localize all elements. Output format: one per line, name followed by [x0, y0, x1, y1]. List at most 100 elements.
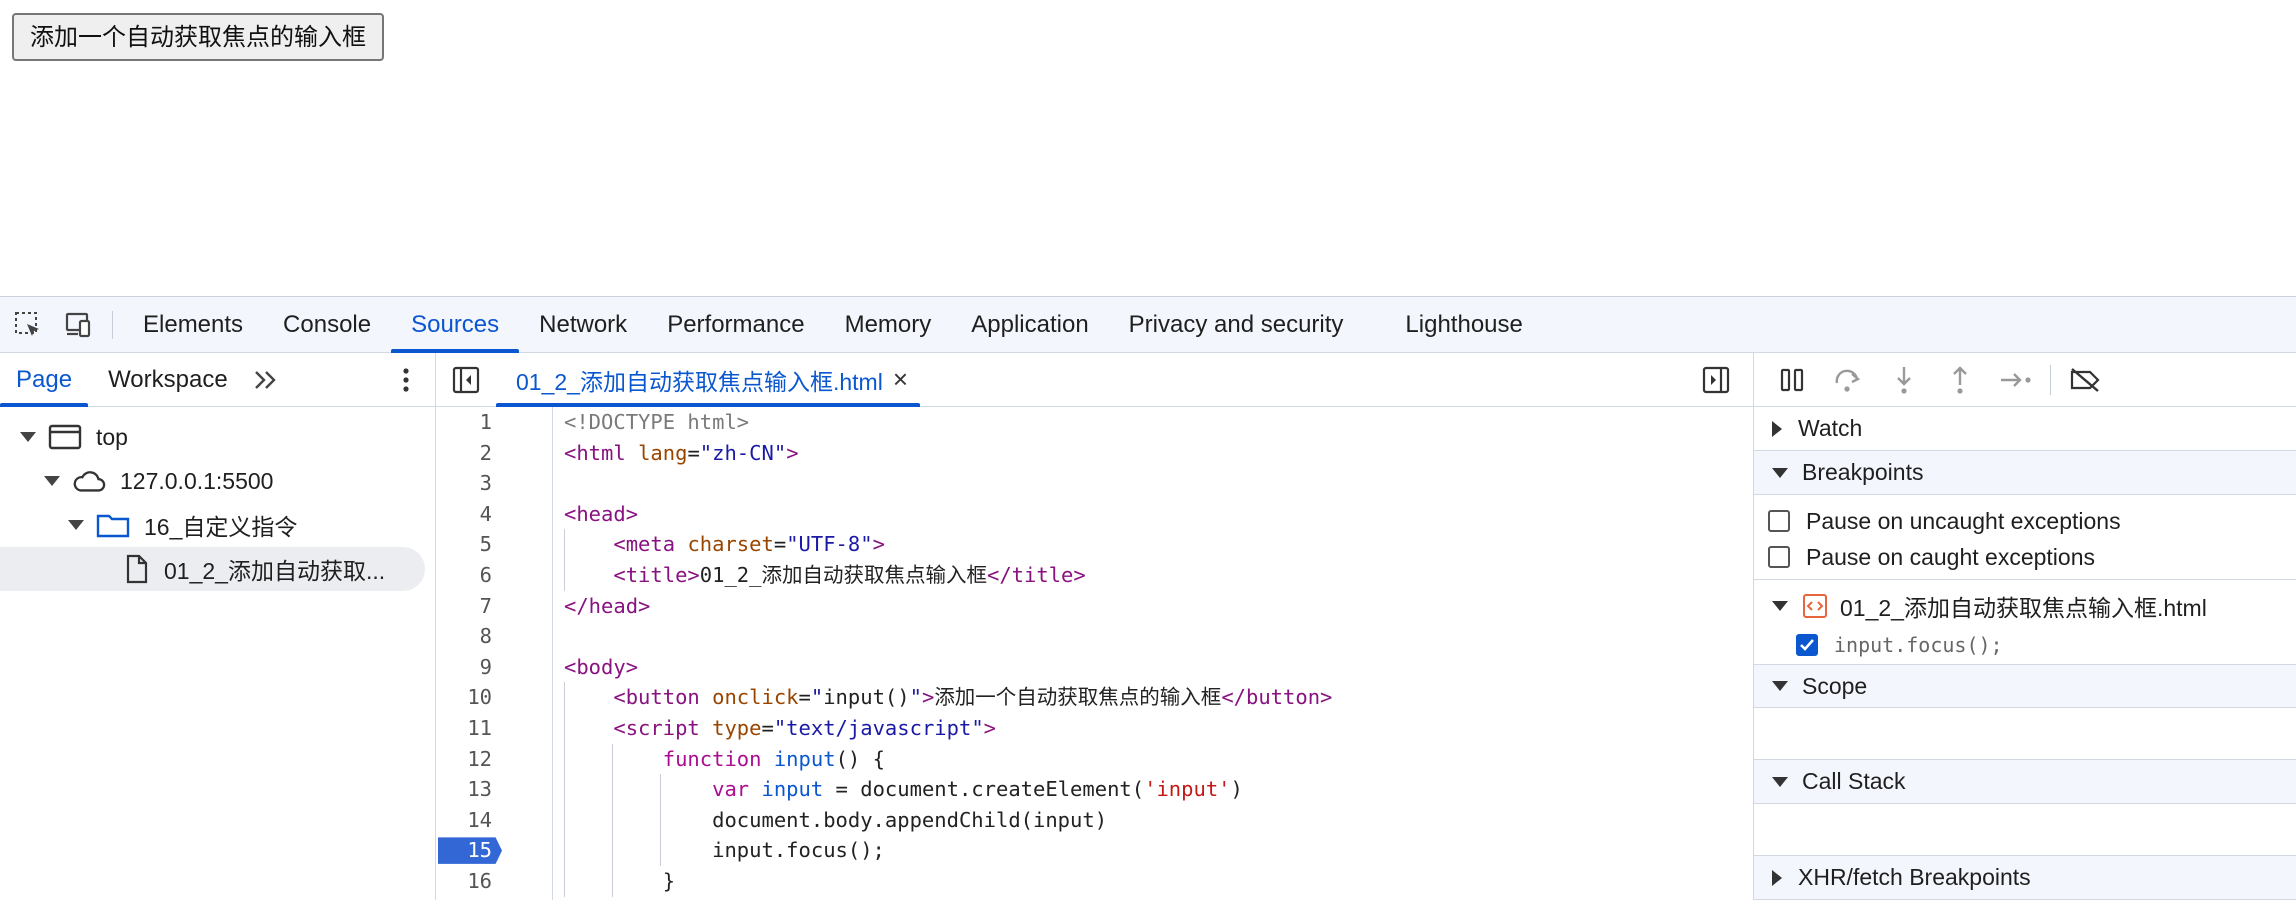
line-number[interactable]: 13	[467, 777, 492, 802]
line-number[interactable]: 1	[479, 410, 492, 434]
deactivate-breakpoints-icon[interactable]	[2057, 353, 2113, 407]
pause-icon[interactable]	[1764, 353, 1820, 407]
code-line: 4<head>	[436, 499, 1753, 530]
toolbar-divider	[112, 310, 113, 339]
close-tab-icon[interactable]: ×	[892, 364, 908, 394]
code-line: 8	[436, 621, 1753, 652]
watch-section-header[interactable]: Watch	[1754, 407, 2296, 451]
tab-performance[interactable]: Performance	[667, 310, 805, 338]
tree-item-file[interactable]: 01_2_添加自动获取...	[0, 547, 425, 591]
inspect-element-icon[interactable]	[0, 297, 56, 353]
code-line: 2<html lang="zh-CN">	[436, 438, 1753, 469]
frame-icon	[48, 422, 82, 452]
xhr-breakpoints-section-header[interactable]: XHR/fetch Breakpoints	[1754, 856, 2296, 900]
section-title: Breakpoints	[1802, 459, 1924, 485]
toggle-debugger-icon[interactable]	[1699, 353, 1733, 407]
line-number[interactable]: 2	[479, 440, 492, 465]
line-number[interactable]: 9	[479, 654, 492, 679]
device-toolbar-icon[interactable]	[56, 297, 100, 353]
cloud-icon	[72, 466, 106, 496]
tab-lighthouse[interactable]: Lighthouse	[1405, 310, 1523, 338]
call-stack-body	[1754, 804, 2296, 856]
line-number[interactable]: 16	[467, 868, 492, 893]
line-number[interactable]: 6	[479, 562, 492, 587]
kebab-menu-icon[interactable]	[391, 353, 421, 407]
code-view[interactable]: 1<!DOCTYPE html> 2<html lang="zh-CN"> 3 …	[436, 407, 1753, 900]
code-line: 3	[436, 468, 1753, 499]
pause-uncaught-checkbox[interactable]	[1768, 510, 1790, 532]
folder-icon	[96, 510, 130, 540]
tree-item-folder[interactable]: 16_自定义指令	[0, 503, 435, 547]
editor-file-tab[interactable]: 01_2_添加自动获取焦点输入框.html ×	[496, 353, 920, 407]
section-title: Watch	[1798, 415, 1863, 441]
toolbar-divider	[2050, 364, 2051, 395]
expand-arrow-icon[interactable]	[20, 432, 36, 442]
step-over-icon[interactable]	[1820, 353, 1876, 407]
tab-sources[interactable]: Sources	[391, 297, 520, 353]
code-line: 9<body>	[436, 652, 1753, 683]
pause-uncaught-checkbox-row[interactable]: Pause on uncaught exceptions	[1754, 503, 2296, 539]
step-out-icon[interactable]	[1932, 353, 1988, 407]
pause-caught-checkbox-row[interactable]: Pause on caught exceptions	[1754, 539, 2296, 575]
line-number[interactable]: 14	[467, 807, 492, 832]
tab-privacy-security[interactable]: Privacy and security	[1128, 310, 1344, 338]
scope-body	[1754, 708, 2296, 760]
tab-elements[interactable]: Elements	[143, 310, 244, 338]
line-number[interactable]: 5	[479, 532, 492, 557]
breakpoint-file-row[interactable]: 01_2_添加自动获取焦点输入框.html	[1754, 586, 2296, 626]
line-number[interactable]: 4	[479, 501, 492, 526]
section-title: XHR/fetch Breakpoints	[1798, 864, 2031, 890]
code-line: 10 <button onclick="input()">添加一个自动获取焦点的…	[436, 682, 1753, 713]
line-number[interactable]: 10	[467, 685, 492, 710]
expand-arrow-icon	[1772, 467, 1788, 478]
breakpoint-checkbox[interactable]	[1796, 634, 1818, 656]
breakpoint-marker[interactable]: 15	[436, 835, 510, 866]
tab-memory[interactable]: Memory	[844, 310, 932, 338]
line-number[interactable]: 12	[467, 746, 492, 771]
more-tabs-icon[interactable]	[244, 353, 288, 407]
tree-item-label: 127.0.0.1:5500	[120, 467, 274, 494]
navigator-tabs: Page Workspace	[0, 353, 435, 407]
navigator-tab-workspace[interactable]: Workspace	[108, 365, 228, 393]
pause-caught-checkbox[interactable]	[1768, 546, 1790, 568]
line-number[interactable]: 7	[479, 593, 492, 618]
sources-navigator: Page Workspace top 127.0.	[0, 353, 436, 900]
breakpoints-section-header[interactable]: Breakpoints	[1754, 451, 2296, 495]
tree-item-origin[interactable]: 127.0.0.1:5500	[0, 459, 435, 503]
breakpoint-entry[interactable]: input.focus();	[1754, 626, 2296, 664]
scope-section-header[interactable]: Scope	[1754, 664, 2296, 708]
code-line: 15 input.focus();	[436, 835, 1753, 866]
add-autofocus-input-button[interactable]: 添加一个自动获取焦点的输入框	[12, 13, 384, 61]
tab-console[interactable]: Console	[283, 310, 372, 338]
checkbox-label: Pause on caught exceptions	[1806, 543, 2095, 570]
line-number[interactable]: 3	[479, 471, 492, 496]
line-number[interactable]: 11	[467, 715, 492, 740]
call-stack-section-header[interactable]: Call Stack	[1754, 760, 2296, 804]
step-into-icon[interactable]	[1876, 353, 1932, 407]
collapse-arrow-icon	[1772, 420, 1782, 437]
code-line: 14 document.body.appendChild(input)	[436, 804, 1753, 836]
editor-tabs: 01_2_添加自动获取焦点输入框.html ×	[436, 353, 1753, 407]
tab-network[interactable]: Network	[539, 310, 628, 338]
code-line: 5 <meta charset="UTF-8">	[436, 529, 1753, 560]
file-tree: top 127.0.0.1:5500 16_自定义指令 0	[0, 407, 435, 591]
expand-arrow-icon[interactable]	[44, 476, 60, 486]
expand-arrow-icon	[1772, 681, 1788, 691]
tree-item-label: 16_自定义指令	[144, 514, 298, 540]
breakpoint-code: input.focus();	[1834, 633, 2003, 657]
tree-item-label: 01_2_添加自动获取...	[164, 558, 386, 584]
toggle-navigator-icon[interactable]	[436, 353, 496, 407]
expand-arrow-icon	[1772, 776, 1788, 787]
code-line: 7</head>	[436, 591, 1753, 622]
line-number[interactable]: 8	[479, 624, 492, 649]
editor-file-tab-label: 01_2_添加自动获取焦点输入框.html	[516, 368, 883, 395]
step-icon[interactable]	[1988, 353, 2044, 407]
navigator-tab-page[interactable]: Page	[0, 353, 89, 407]
html-file-icon	[1802, 593, 1828, 619]
expand-arrow-icon[interactable]	[68, 520, 84, 530]
collapse-arrow-icon	[1772, 869, 1782, 886]
tree-item-top[interactable]: top	[0, 415, 435, 459]
file-icon	[124, 554, 150, 584]
debugger-sidebar: Watch Breakpoints Pause on uncaught exce…	[1754, 353, 2296, 900]
tab-application[interactable]: Application	[971, 310, 1089, 338]
